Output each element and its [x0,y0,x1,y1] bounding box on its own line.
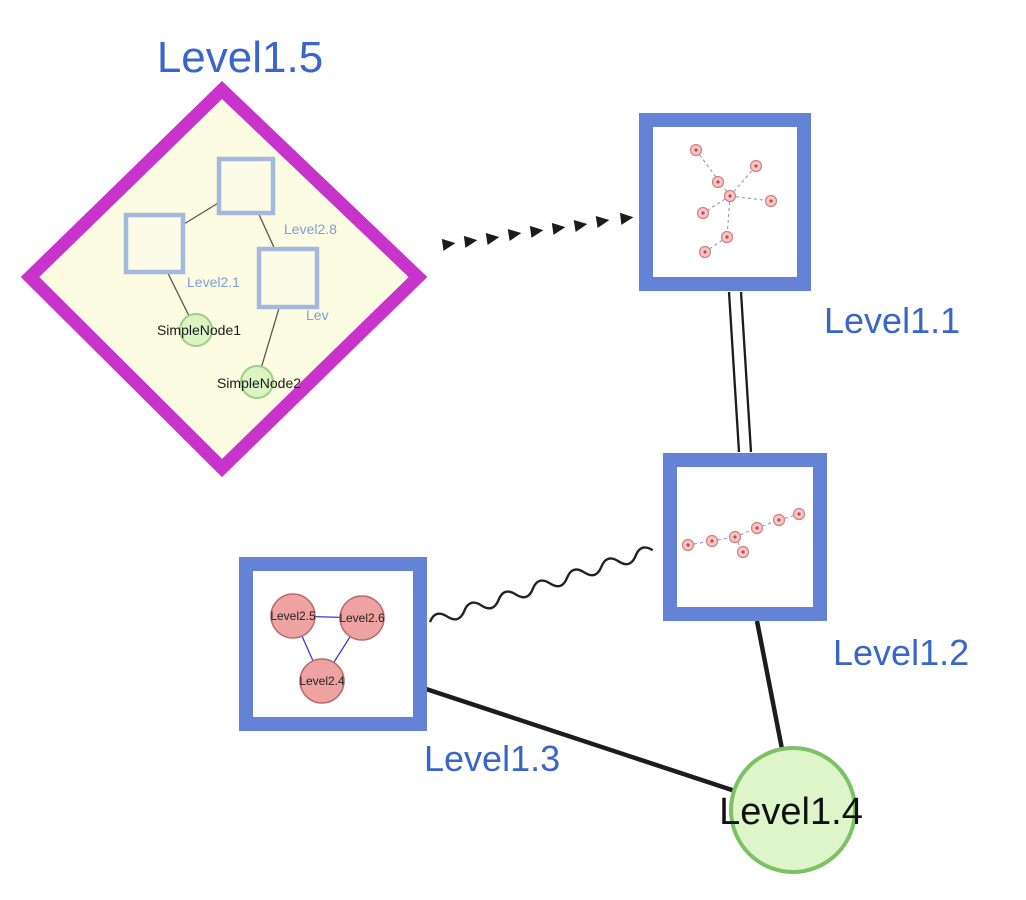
node-simplenode1[interactable] [179,313,213,347]
edge-level15-level11-dashed-arrows[interactable] [427,212,634,251]
label-level1-2: Level1.2 [833,632,969,673]
edge-level12-level14[interactable] [754,620,785,750]
edge-level13-level12-wavy[interactable] [428,545,654,627]
node-level1-3-group[interactable]: Level2.5 Level2.6 Level2.4 [239,557,427,731]
node-level2-7-label: Lev [306,307,329,323]
level12-mini-node-dots [686,512,801,554]
node-simplenode1-label: SimpleNode1 [157,322,241,338]
edge-level11-level12-double[interactable] [727,291,753,453]
level11-mini-node-dots [694,148,773,254]
label-level1-5: Level1.5 [157,33,323,82]
node-level1-2-group[interactable] [663,453,827,621]
node-level2-1-label: Level2.1 [187,274,240,290]
node-level1-5-group[interactable]: Level2.8 Level2.1 Lev SimpleNode1 Simple… [20,80,428,478]
node-level2-6-label: Level2.6 [339,611,385,625]
node-level2-1[interactable] [123,212,186,275]
node-level2-6[interactable] [339,595,385,641]
node-level2-7[interactable] [256,246,320,310]
node-simplenode2[interactable] [240,365,274,399]
node-level1-4-label: Level1.4 [719,791,863,833]
node-level2-5[interactable] [270,593,316,639]
node-level1-1[interactable] [639,113,811,291]
node-simplenode2-label: SimpleNode2 [217,375,301,391]
node-level2-5-label: Level2.5 [270,609,316,623]
edge-level13-level14[interactable] [422,685,736,794]
node-level2-4[interactable] [299,658,345,704]
double-edge-line-1 [727,291,741,453]
node-level1-1-group[interactable] [639,113,811,291]
node-level2-4-label: Level2.4 [299,674,345,688]
diamond-shape[interactable] [20,80,428,478]
node-level2-8[interactable] [216,156,276,216]
label-level1-3: Level1.3 [424,738,560,779]
node-level1-4[interactable] [729,746,857,874]
node-level1-4-group[interactable]: Level1.4 [719,746,863,874]
node-level2-8-label: Level2.8 [284,221,337,237]
node-level1-2[interactable] [663,453,827,621]
label-level1-1: Level1.1 [824,300,960,341]
double-edge-line-2 [739,291,753,453]
